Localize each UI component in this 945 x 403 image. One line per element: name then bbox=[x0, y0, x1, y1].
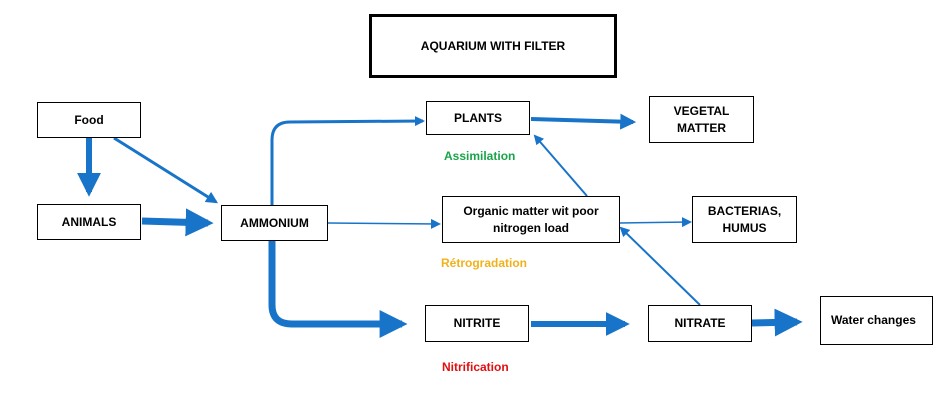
arrow-organic-matter-to-plants bbox=[533, 134, 588, 197]
node-nitrate: NITRATE bbox=[648, 305, 752, 342]
arrow-organic-matter-to-bacterias bbox=[619, 217, 692, 228]
arrow-ammonium-to-nitrite bbox=[268, 240, 408, 338]
label-nitrification: Nitrification bbox=[442, 360, 509, 374]
node-plants: PLANTS bbox=[426, 101, 530, 135]
node-ammonium: AMMONIUM bbox=[221, 205, 328, 241]
label-assimilation: Assimilation bbox=[444, 149, 516, 163]
node-food: Food bbox=[37, 102, 141, 138]
node-vegetal-matter: VEGETAL MATTER bbox=[649, 96, 754, 143]
arrow-ammonium-to-organic-matter bbox=[327, 218, 441, 229]
arrow-nitrate-to-organic-matter bbox=[619, 226, 701, 306]
node-organic-matter: Organic matter wit poor nitrogen load bbox=[442, 196, 620, 243]
arrow-food-to-ammonium bbox=[113, 136, 219, 204]
arrow-ammonium-to-plants bbox=[270, 116, 425, 205]
node-water-changes: Water changes bbox=[820, 296, 933, 345]
node-nitrite: NITRITE bbox=[425, 305, 529, 342]
node-animals: ANIMALS bbox=[37, 204, 141, 240]
label-retrogradation: Rétrogradation bbox=[441, 256, 528, 270]
arrow-animals-to-ammonium bbox=[141, 208, 214, 237]
arrow-plants-to-vegetal-matter bbox=[530, 113, 637, 130]
arrow-nitrate-to-water-changes bbox=[751, 308, 803, 337]
node-bacterias-humus: BACTERIAS, HUMUS bbox=[692, 196, 797, 243]
diagram-title: AQUARIUM WITH FILTER bbox=[369, 14, 617, 78]
